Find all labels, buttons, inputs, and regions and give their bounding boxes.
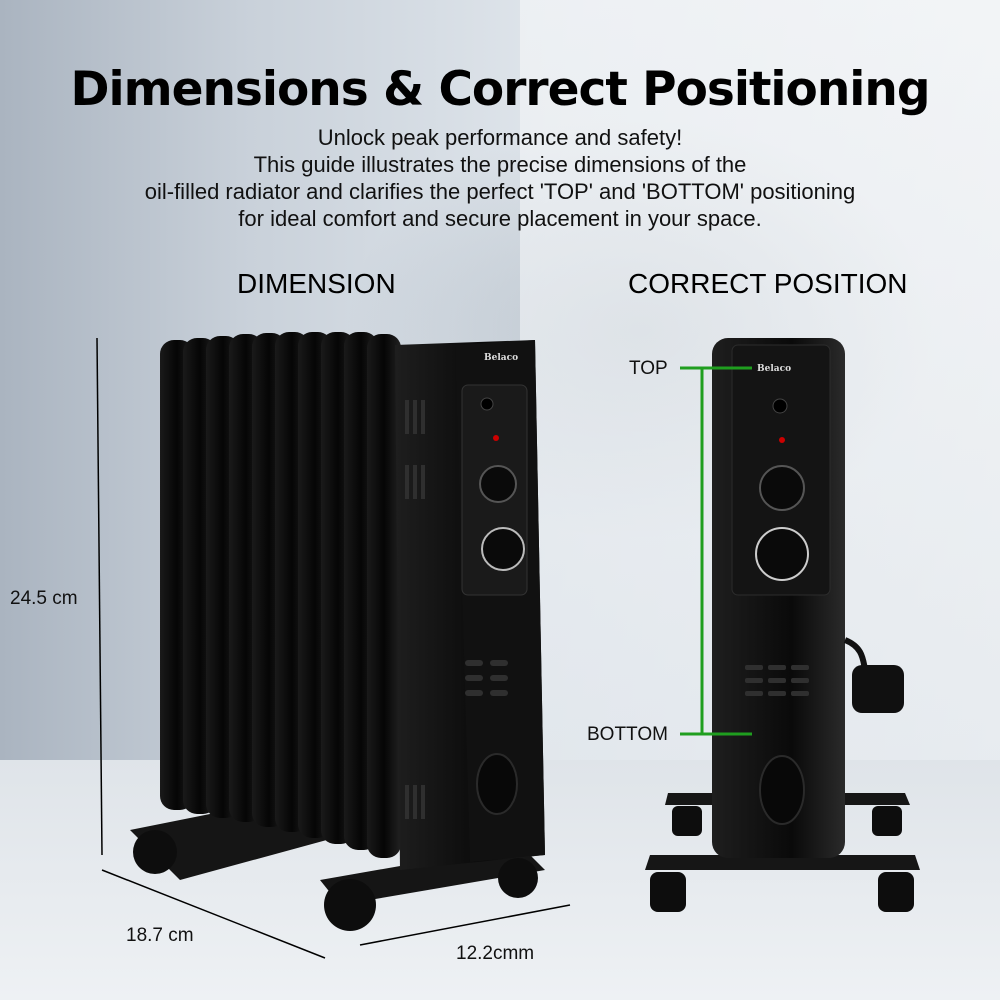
section-heading-dimension: DIMENSION: [237, 268, 396, 299]
caster-wheel-icon: [324, 879, 376, 931]
thermostat-knob-icon: [479, 465, 517, 503]
power-plug-icon: [852, 665, 904, 713]
radiator-foot: [645, 855, 920, 870]
radiator-angled: Belaco: [130, 332, 545, 931]
subtitle-line: oil-filled radiator and clarifies the pe…: [144, 179, 856, 204]
radiator-vents: [745, 665, 809, 696]
position-indicator: [680, 366, 752, 736]
width-dimension-line: [359, 904, 571, 946]
heat-setting-knob-icon: [755, 527, 809, 581]
page-title: Dimensions & Correct Positioning: [70, 62, 930, 117]
power-switch-icon: [772, 398, 788, 414]
radiator-fins: [160, 332, 401, 858]
subtitle-line: Unlock peak performance and safety!: [317, 125, 683, 150]
caster-wheel-icon: [650, 872, 686, 912]
thermostat-knob-icon: [759, 465, 805, 511]
height-dimension-label: 24.5 cm: [10, 588, 78, 609]
heat-setting-knob-icon: [481, 527, 525, 571]
caster-wheel-icon: [672, 806, 702, 836]
depth-dimension-label: 18.7 cm: [126, 925, 194, 946]
subtitle-line: for ideal comfort and secure placement i…: [238, 206, 762, 231]
caster-wheel-icon: [872, 806, 902, 836]
subtitle: Unlock peak performance and safety! This…: [0, 124, 1000, 232]
section-heading-position: CORRECT POSITION: [628, 268, 908, 299]
height-dimension-line: [96, 337, 103, 856]
radiator-vents: [405, 400, 508, 819]
depth-dimension-line: [101, 869, 326, 959]
cord-storage-icon: [759, 755, 805, 825]
caster-wheel-icon: [878, 872, 914, 912]
caster-wheel-icon: [498, 858, 538, 898]
bottom-position-label: BOTTOM: [587, 724, 668, 745]
brand-logo: Belaco: [757, 364, 791, 374]
cord-storage-icon: [476, 753, 518, 815]
radiator-front: Belaco: [645, 338, 920, 912]
caster-wheel-icon: [133, 830, 177, 874]
top-position-label: TOP: [629, 358, 668, 379]
subtitle-line: This guide illustrates the precise dimen…: [253, 152, 747, 177]
indicator-light-icon: [779, 437, 785, 443]
brand-logo: Belaco: [484, 353, 518, 363]
indicator-light-icon: [493, 435, 499, 441]
width-dimension-label: 12.2cmm: [456, 943, 535, 964]
power-switch-icon: [480, 397, 494, 411]
